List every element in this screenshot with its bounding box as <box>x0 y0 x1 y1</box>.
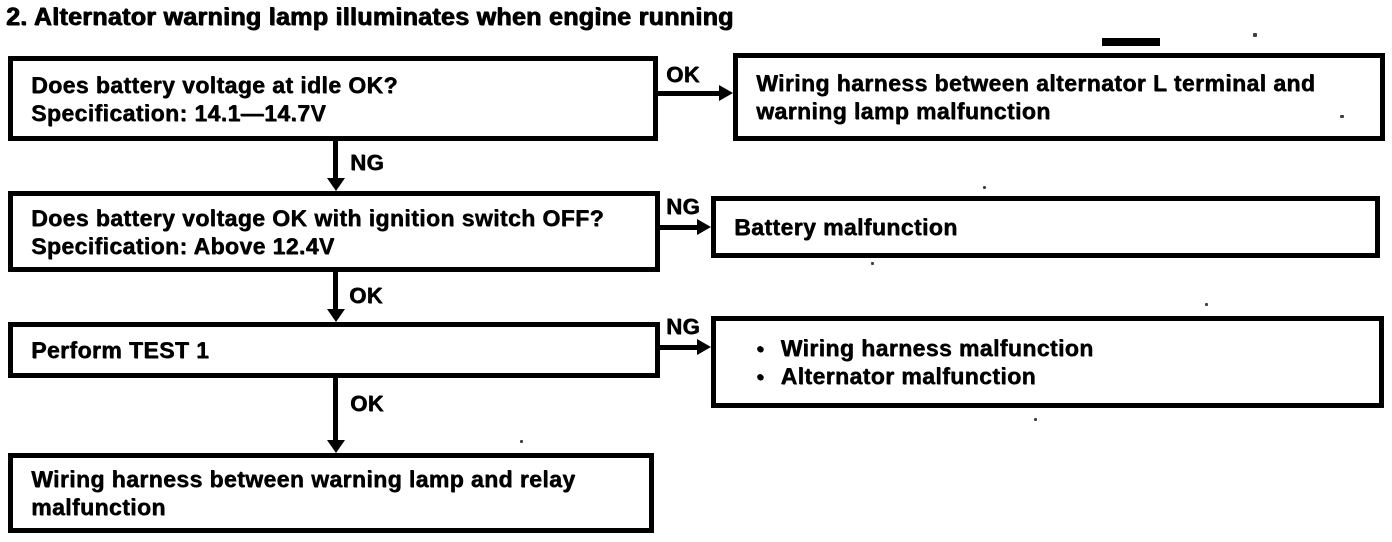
list-item: ● Alternator malfunction <box>734 362 1361 390</box>
arrow-right-icon <box>719 85 733 101</box>
result-box-battery-malfunction: Battery malfunction <box>711 196 1380 258</box>
connector-h2-label: NG <box>666 194 700 219</box>
box-text-line: Specification: 14.1—14.7V <box>31 99 327 126</box>
bullet-icon: ● <box>756 340 765 356</box>
decision-box-battery-voltage-ignition-off: Does battery voltage OK with ignition sw… <box>8 191 660 272</box>
box-text-line: Wiring harness between alternator L term… <box>756 70 1316 96</box>
connector-h1-label: OK <box>666 62 700 87</box>
box-text-line: Does battery voltage OK with ignition sw… <box>31 204 604 231</box>
connector-v1-line <box>333 141 338 183</box>
box-text-line: malfunction <box>31 494 166 520</box>
result-box-harness-alternator-l-terminal: Wiring harness between alternator L term… <box>733 53 1385 141</box>
scan-speck <box>1253 33 1257 37</box>
connector-h3-line <box>658 345 703 350</box>
connector-h2-line <box>658 225 703 230</box>
connector-v2-label: OK <box>349 283 383 308</box>
scan-speck <box>983 186 986 189</box>
scan-speck <box>1205 303 1208 306</box>
arrow-down-icon <box>327 440 345 453</box>
box-text-line: Specification: Above 12.4V <box>31 232 335 259</box>
connector-v3-line <box>333 378 338 440</box>
action-box-perform-test-1: Perform TEST 1 <box>8 322 660 378</box>
scan-speck <box>598 8 601 11</box>
scan-speck <box>871 262 874 265</box>
result-box-harness-or-alternator-malfunction: ● Wiring harness malfunction ● Alternato… <box>711 316 1384 408</box>
connector-v2-line <box>333 272 338 312</box>
scan-speck <box>1034 418 1037 421</box>
result-box-harness-warning-lamp-relay: Wiring harness between warning lamp and … <box>8 453 654 533</box>
bullet-icon: ● <box>756 368 765 384</box>
scan-artifact <box>1102 38 1160 46</box>
box-text-line: Alternator malfunction <box>780 363 1036 389</box>
arrow-right-icon <box>697 219 711 235</box>
page-title: 2. Alternator warning lamp illuminates w… <box>6 3 734 31</box>
box-text-line: Does battery voltage at idle OK? <box>31 71 398 98</box>
box-text-line: warning lamp malfunction <box>756 98 1051 124</box>
connector-h3-label: NG <box>666 314 700 339</box>
scan-speck <box>520 440 523 443</box>
scan-speck <box>1340 115 1344 118</box>
box-text-line: Wiring harness malfunction <box>780 335 1094 361</box>
box-text-line: Battery malfunction <box>734 214 958 240</box>
box-text-line: Wiring harness between warning lamp and … <box>31 466 576 492</box>
list-item: ● Wiring harness malfunction <box>734 334 1361 362</box>
connector-v1-label: NG <box>350 150 384 175</box>
connector-v3-label: OK <box>350 391 384 416</box>
arrow-down-icon <box>327 178 345 191</box>
box-text-line: Perform TEST 1 <box>31 337 210 363</box>
decision-box-battery-voltage-idle: Does battery voltage at idle OK? Specifi… <box>8 56 658 141</box>
arrow-down-icon <box>327 309 345 322</box>
arrow-right-icon <box>697 339 711 355</box>
connector-h1-line <box>656 91 726 96</box>
